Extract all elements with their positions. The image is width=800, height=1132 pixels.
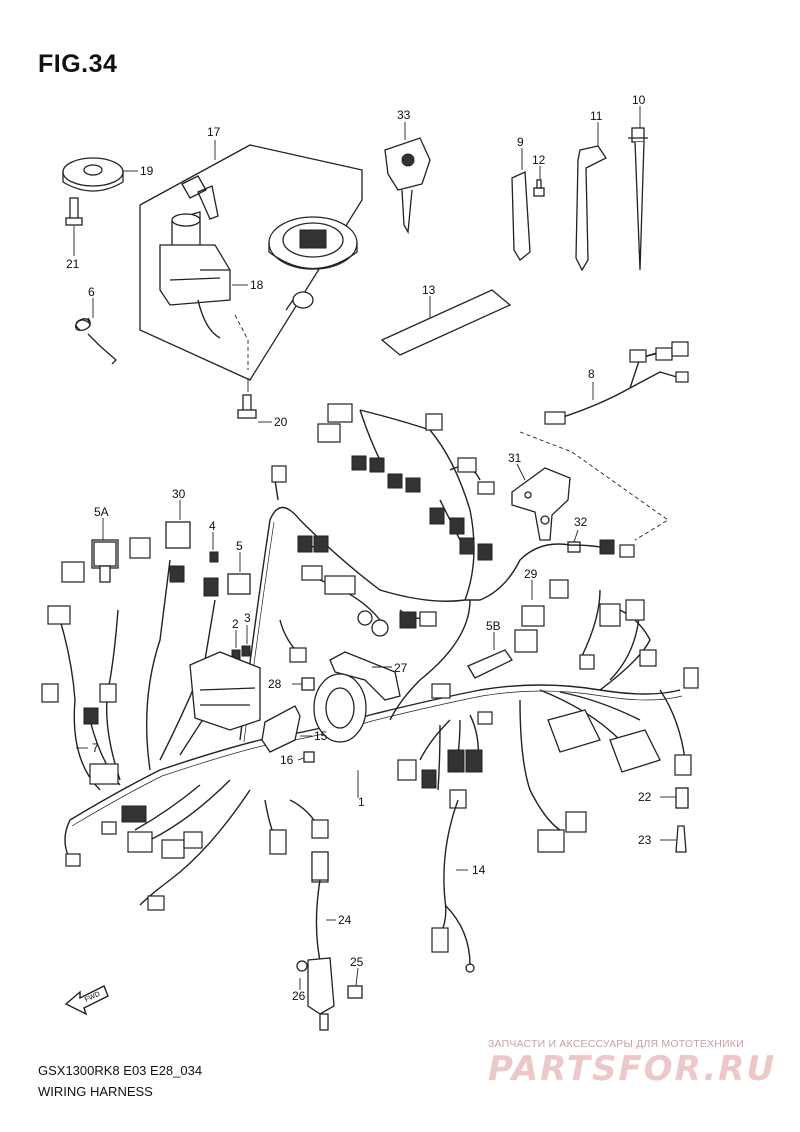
part-16-screw (303, 751, 315, 763)
part-20-bolt (237, 394, 257, 419)
callout-14: 14 (472, 863, 486, 877)
callout-5: 5 (236, 539, 243, 553)
model-code: GSX1300RK8 E03 E28_034 (38, 1063, 203, 1078)
callout-29: 29 (524, 567, 538, 581)
part-21-bolt (65, 197, 83, 226)
callout-8: 8 (588, 367, 595, 381)
callout-19: 19 (140, 164, 154, 178)
diagram-name: WIRING HARNESS (38, 1084, 153, 1099)
watermark-tagline: ЗАПЧАСТИ И АКСЕССУАРЫ ДЛЯ МОТОТЕХНИКИ (488, 1038, 744, 1050)
part-6-spring (75, 317, 117, 365)
callout-20: 20 (274, 415, 288, 429)
callout-32: 32 (574, 515, 588, 529)
callout-2: 2 (232, 617, 239, 631)
part-33-key (384, 137, 431, 235)
callout-10: 10 (632, 93, 646, 107)
fuse-box (189, 651, 261, 731)
part-14-harness (431, 799, 475, 973)
part-28-nut (301, 677, 315, 691)
part-26-switch (296, 957, 335, 1031)
callout-5b: 5B (486, 619, 501, 633)
part-18-ignition-switch (159, 175, 231, 339)
callout-1: 1 (358, 795, 365, 809)
part-17-ignition-set-box (139, 144, 363, 381)
callout-22: 22 (638, 790, 652, 804)
callout-30: 30 (172, 487, 186, 501)
callout-labels: 1 2 3 4 5 5A 5B 6 7 8 9 10 11 12 13 14 1… (66, 93, 652, 1003)
callout-5a: 5A (94, 505, 109, 519)
callout-15: 15 (314, 729, 328, 743)
part-23-pin (675, 825, 687, 853)
callout-12: 12 (532, 153, 546, 167)
part-31-bracket (511, 467, 571, 541)
callout-11: 11 (590, 109, 603, 123)
part-5b-relay (467, 649, 513, 679)
callout-26: 26 (292, 989, 306, 1003)
callout-16: 16 (280, 753, 294, 767)
part-13-tape (380, 289, 512, 356)
part-8-sub-harness (544, 341, 689, 425)
part-22-sensor (675, 787, 689, 809)
part-15-bracket (261, 705, 301, 753)
part-12-screw (533, 179, 545, 197)
callout-3: 3 (244, 611, 251, 625)
callout-23: 23 (638, 833, 652, 847)
callout-31: 31 (508, 451, 522, 465)
figure-title: FIG.34 (38, 50, 118, 78)
part-25-bolt (347, 985, 363, 999)
part-9-clamp (511, 171, 531, 261)
callout-4: 4 (209, 519, 216, 533)
callout-7: 7 (92, 741, 99, 755)
callout-21: 21 (66, 257, 80, 271)
fuel-cap-lock (268, 216, 358, 311)
harness-connectors (41, 403, 699, 911)
callout-6: 6 (88, 285, 95, 299)
part-32-screw (567, 541, 581, 553)
fwd-arrow-icon: FWD (64, 985, 109, 1016)
part-11-band (575, 145, 607, 272)
watermark-logo: PARTSFOR.RU (488, 1049, 777, 1089)
callout-9: 9 (517, 135, 524, 149)
part-10-cable-tie (628, 127, 648, 271)
callout-24: 24 (338, 913, 352, 927)
callout-33: 33 (397, 108, 411, 122)
horn (313, 673, 367, 743)
callout-17: 17 (207, 125, 221, 139)
callout-27: 27 (394, 661, 408, 675)
callout-25: 25 (350, 955, 364, 969)
part-19-cover (62, 157, 124, 192)
part-27-horn-bracket (329, 651, 401, 701)
part-5a-relay (93, 541, 117, 583)
callout-28: 28 (268, 677, 282, 691)
callout-18: 18 (250, 278, 264, 292)
callout-13: 13 (422, 283, 436, 297)
